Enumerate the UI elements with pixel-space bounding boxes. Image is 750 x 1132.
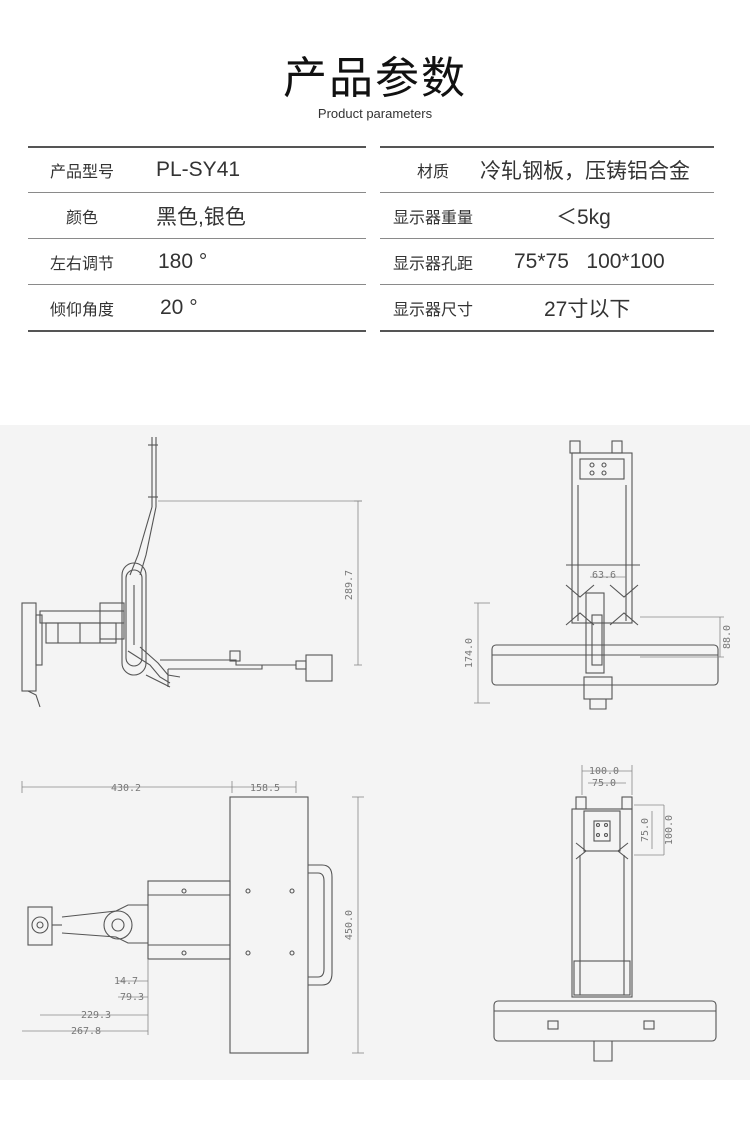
top-view-drawing <box>21 781 364 1054</box>
dim-top-g: 267.8 <box>71 1026 101 1037</box>
dim-front-left: 174.0 <box>464 638 475 668</box>
spec-label-color: 颜色 <box>65 207 98 227</box>
dim-top-d: 14.7 <box>114 976 138 987</box>
dim-vesa-top-2: 75.0 <box>592 778 616 789</box>
spec-label-monitor-size: 显示器尺寸 <box>392 299 473 319</box>
dim-top-a: 430.2 <box>111 783 141 794</box>
dim-front-right: 88.0 <box>722 625 733 649</box>
page-title: 产品参数 <box>283 53 467 104</box>
dim-vesa-top-1: 100.0 <box>589 766 619 777</box>
spec-value-monitor-size: 27寸以下 <box>544 297 631 321</box>
spec-label-tilt: 倾仰角度 <box>49 299 114 319</box>
spec-value-color: 黑色,银色 <box>156 205 246 229</box>
spec-label-model: 产品型号 <box>49 161 114 181</box>
spec-value-monitor-weight: ＜5kg <box>556 205 611 229</box>
spec-table: 产品型号 PL-SY41 材质 冷轧钢板，压铸铝合金 颜色 黑色,银色 显示器重… <box>28 142 714 334</box>
spec-label-vesa: 显示器孔距 <box>392 253 473 273</box>
dim-top-f: 229.3 <box>81 1010 111 1021</box>
spec-label-material: 材质 <box>416 161 449 181</box>
side-view-drawing <box>21 437 362 708</box>
vesa-view-drawing <box>493 765 717 1062</box>
dim-vesa-side-2: 100.0 <box>664 815 675 845</box>
spec-value-material: 冷轧钢板，压铸铝合金 <box>480 159 690 183</box>
technical-drawings: 289.7 63.6 174.0 88.0 430.2 158.5 450.0 … <box>0 425 750 1080</box>
spec-label-monitor-weight: 显示器重量 <box>392 207 473 227</box>
dim-front-width: 63.6 <box>592 570 616 581</box>
dim-top-e: 79.3 <box>120 992 144 1003</box>
spec-value-vesa: 75*75 100*100 <box>514 249 665 273</box>
spec-value-tilt: 20 ° <box>160 295 198 319</box>
dim-top-c: 450.0 <box>344 910 355 940</box>
spec-label-swivel: 左右调节 <box>49 253 114 273</box>
spec-value-swivel: 180 ° <box>158 249 208 273</box>
spec-value-model: PL-SY41 <box>156 157 241 181</box>
dim-vesa-side-1: 75.0 <box>640 818 651 842</box>
dim-side-height: 289.7 <box>344 570 355 600</box>
front-view-drawing <box>474 440 724 710</box>
page-subtitle: Product parameters <box>317 106 433 121</box>
dim-top-b: 158.5 <box>250 783 280 794</box>
